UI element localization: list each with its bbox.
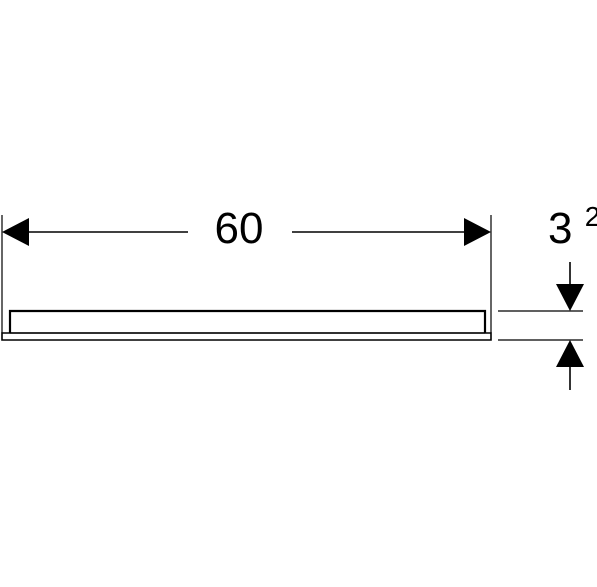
height-label-superscript: 2 [585,201,597,232]
width-arrow-right [464,218,491,246]
height-arrow-bottom-head [556,340,584,367]
height-arrow-top-head [556,284,584,311]
width-arrow-left [2,218,29,246]
height-dimension-label: 3 2 [548,201,597,253]
panel-profile-top [8,309,487,333]
panel-base-plate [1,332,492,341]
width-dimension-label: 60 [215,204,264,253]
height-label-base: 3 [548,204,572,253]
